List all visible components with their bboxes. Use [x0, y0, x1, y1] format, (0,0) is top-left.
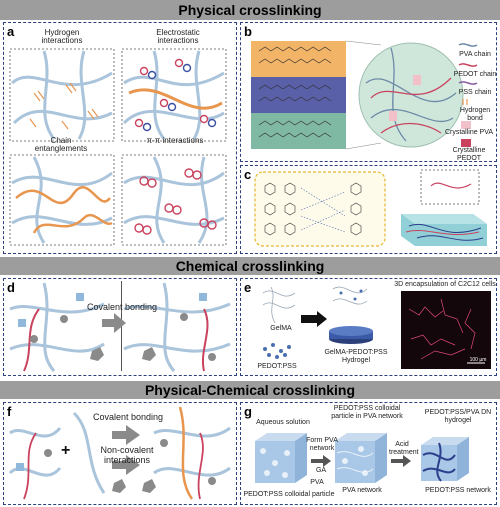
legend-pedot-chain: PEDOT chain — [453, 71, 497, 78]
panel-e: e GelMA PEDOT:PSS GelMA-PEDOT:PSS Hydrog… — [240, 278, 497, 376]
panel-f-illustration: + — [8, 406, 231, 500]
panel-b-illustration — [251, 40, 478, 150]
panel-g-label: g — [244, 404, 252, 419]
label-chain-entanglements: Chain entanglements — [34, 136, 88, 153]
panel-c-illustration — [254, 169, 487, 247]
section-banner-physical-chemical: Physical-Chemical crosslinking — [0, 381, 500, 399]
label-hydrogen-interactions: Hydrogen interactions — [41, 28, 83, 45]
label-pva: PVA — [310, 479, 324, 486]
panel-c: c — [240, 165, 497, 254]
panel-b: b — [240, 22, 497, 162]
legend-pva-chain: PVA chain — [459, 51, 491, 58]
label-electrostatic-interactions: Electrostatic interactions — [156, 28, 200, 45]
section-banner-chemical: Chemical crosslinking — [0, 257, 500, 275]
label-pedot-pss-colloidal-particle: PEDOT:PSS colloidal particle — [243, 491, 335, 498]
label-pedot-pss-network: PEDOT:PSS network — [425, 487, 491, 494]
label-aqueous-solution: Aqueous solution — [256, 419, 310, 426]
panel-a-illustration — [9, 48, 227, 246]
panel-g-illustration — [255, 433, 469, 483]
label-non-covalent-interactions: Non-covalent interactions — [100, 445, 154, 465]
legend-hydrogen-bond: Hydrogen bond — [459, 107, 491, 122]
label-ga: GA — [315, 467, 327, 474]
panel-a-label: a — [7, 24, 15, 39]
legend-pss-chain: PSS chain — [458, 89, 492, 96]
label-3d-encapsulation: 3D encapsulation of C2C12 cells — [394, 281, 496, 288]
label-gelma-pedot-hydrogel: GelMA-PEDOT:PSS Hydrogel — [324, 349, 388, 364]
label-form-pva-network: Form PVA network — [306, 437, 338, 452]
panel-c-label: c — [244, 167, 252, 182]
panel-d: d Covalent bonding — [3, 278, 237, 376]
label-covalent-bonding-d: Covalent bonding — [86, 302, 158, 312]
panel-a: a — [3, 22, 237, 254]
legend-crystalline-pedot: Crystalline PEDOT — [452, 147, 486, 162]
label-pi-pi-interactions: π-π interactions — [146, 136, 204, 145]
panel-d-label: d — [7, 280, 15, 295]
panel-b-label: b — [244, 24, 252, 39]
panel-e-illustration — [262, 286, 491, 369]
panel-g: g Aqueous solution PEDOT:PSS colloidal p… — [240, 402, 497, 505]
label-particle-in-pva-network: PEDOT:PSS colloidal particle in PVA netw… — [331, 405, 403, 420]
label-scale-bar: 100 µm — [469, 357, 487, 363]
panel-d-illustration — [9, 281, 231, 373]
label-gelma: GelMA — [270, 325, 292, 332]
legend-crystalline-pva: Crystalline PVA — [444, 129, 494, 136]
panel-e-label: e — [244, 280, 252, 295]
panel-f-label: f — [7, 404, 12, 419]
label-pva-network: PVA network — [342, 487, 382, 494]
label-dn-hydrogel: PEDOT:PSS/PVA DN hydrogel — [424, 409, 492, 424]
panel-f: f + Covalent bonding Non-covalent intera… — [3, 402, 237, 505]
section-banner-physical: Physical crosslinking — [0, 0, 500, 20]
label-acid-treatment: Acid treatment — [389, 441, 419, 456]
label-covalent-bonding-f: Covalent bonding — [92, 412, 164, 422]
svg-text:+: + — [61, 442, 70, 459]
label-pedot-pss-e: PEDOT:PSS — [257, 363, 297, 370]
